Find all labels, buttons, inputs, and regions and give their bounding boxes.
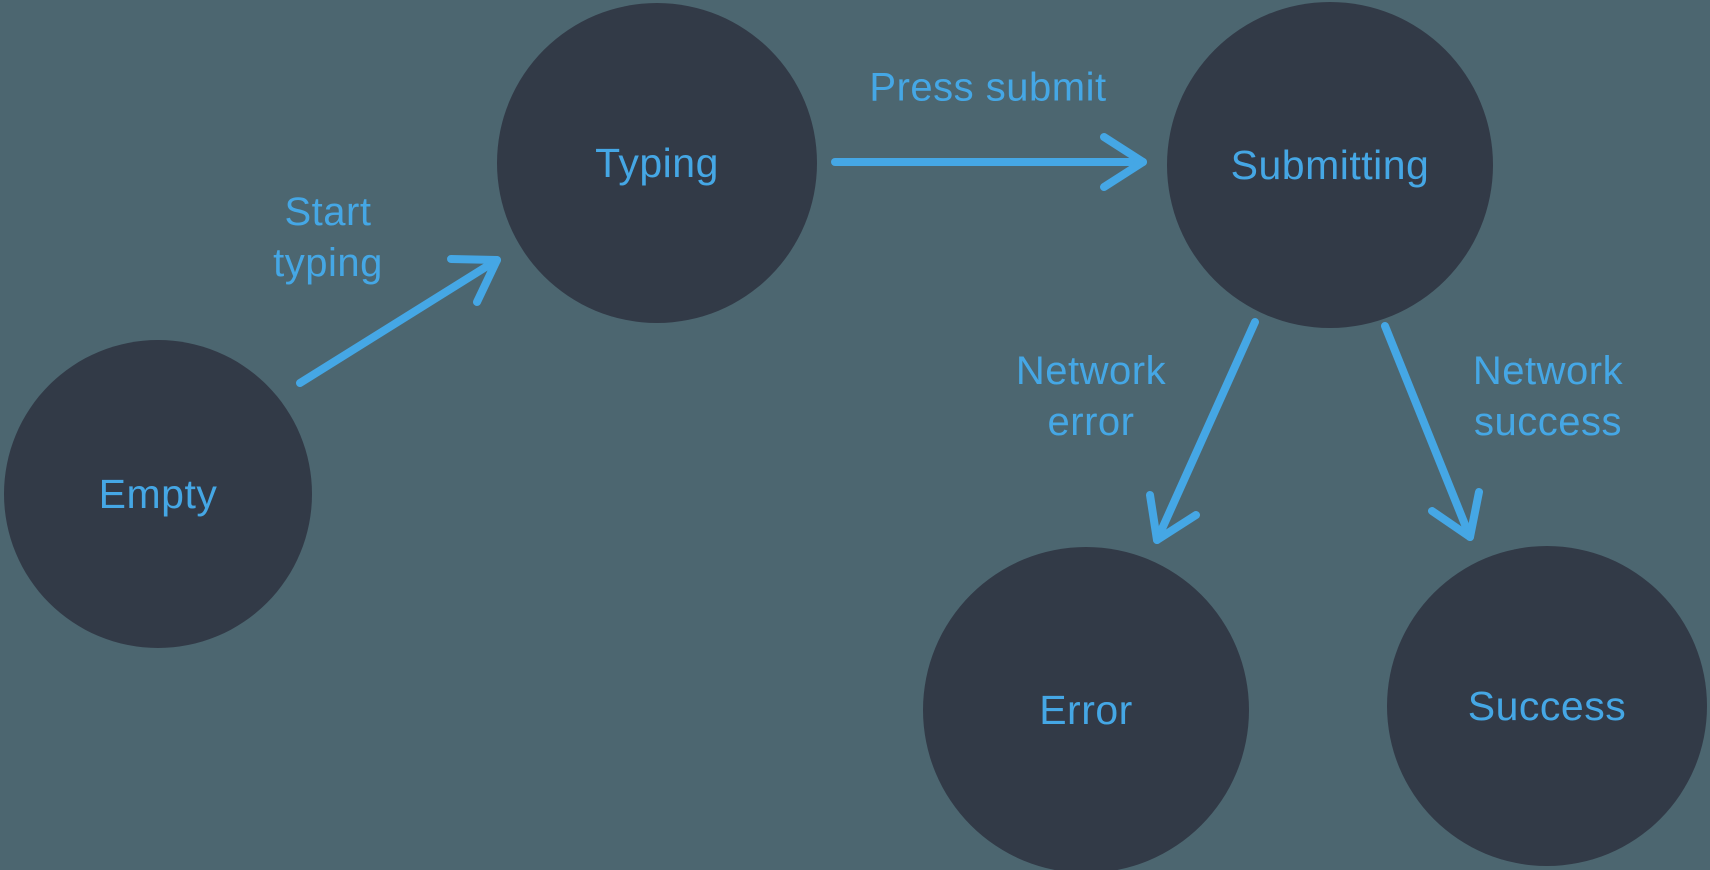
edge-label-line: Press submit <box>869 65 1107 110</box>
node-error: Error <box>923 547 1249 870</box>
arrowhead-icon <box>447 255 501 306</box>
edge-label-line: Network <box>1472 349 1624 393</box>
node-empty: Empty <box>4 340 312 648</box>
edge-label-line: Start <box>284 190 372 234</box>
node-label: Empty <box>98 470 218 517</box>
node-label: Error <box>1039 686 1133 733</box>
edge-arrow-start-typing <box>296 255 501 387</box>
edge-label-network-error: Network error <box>1016 346 1166 448</box>
node-success: Success <box>1387 546 1707 866</box>
edge-label-line: typing <box>273 241 383 285</box>
arrowhead-icon <box>1428 488 1483 541</box>
node-label: Typing <box>595 139 719 186</box>
arrowhead-icon <box>1100 133 1147 191</box>
arrowhead-icon <box>1146 491 1200 544</box>
edge-shaft <box>296 256 501 387</box>
edge-label-network-success: Network success <box>1473 346 1623 448</box>
edge-arrow-network-error <box>1146 318 1259 544</box>
edge-arrow-network-success <box>1381 322 1483 541</box>
node-label: Submitting <box>1230 141 1430 188</box>
edge-label-line: Network <box>1015 349 1167 393</box>
edge-arrow-press-submit <box>831 133 1147 191</box>
edge-label-line: success <box>1473 400 1622 444</box>
node-label: Success <box>1467 682 1627 729</box>
edge-shaft <box>1381 322 1474 541</box>
edge-label-start-typing: Start typing <box>273 187 383 289</box>
edge-shaft <box>1153 318 1259 544</box>
node-submitting: Submitting <box>1167 2 1493 328</box>
edge-label-line: error <box>1047 400 1135 444</box>
edge-label-press-submit: Press submit <box>869 63 1106 114</box>
node-typing: Typing <box>497 3 817 323</box>
